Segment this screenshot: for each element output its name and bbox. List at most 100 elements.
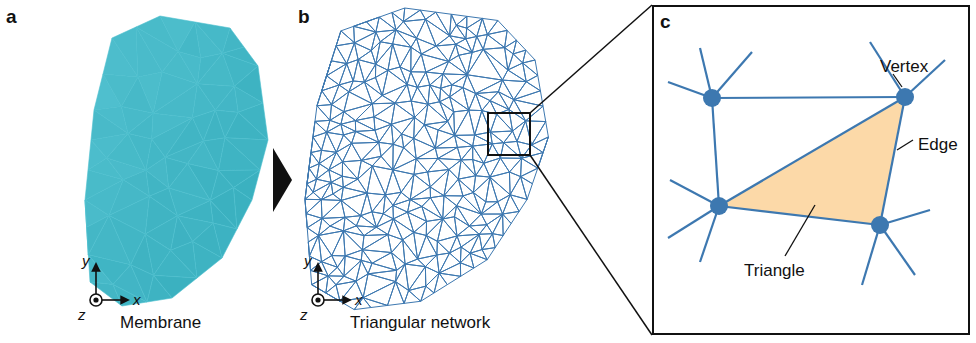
mesh-triangle (362, 250, 391, 263)
mesh-triangle (411, 72, 426, 88)
surface-facet (94, 106, 128, 133)
mesh-triangle (451, 14, 467, 25)
mesh-triangle (354, 43, 371, 60)
mesh-triangle (483, 35, 504, 50)
mesh-triangle (322, 262, 338, 276)
mesh-triangle (392, 8, 405, 21)
surface-facet (88, 255, 113, 285)
surface-facet (103, 74, 138, 106)
surface-facet (222, 28, 244, 53)
mesh-triangle (457, 146, 472, 160)
mesh-triangle (455, 135, 475, 146)
mesh-triangle (455, 110, 475, 135)
mesh-triangle (381, 144, 393, 170)
mesh-triangle (395, 85, 411, 104)
mesh-triangle (312, 276, 329, 293)
mesh-triangle (456, 39, 472, 53)
mesh-triangle (327, 61, 347, 76)
mesh-triangle (403, 232, 418, 259)
mesh-triangle (523, 50, 535, 63)
mesh-triangle (317, 61, 331, 106)
mesh-triangle (514, 91, 543, 106)
mesh-triangle (311, 121, 315, 152)
mesh-triangle (372, 156, 393, 170)
surface-facet (160, 16, 195, 51)
mesh-triangle (466, 28, 477, 39)
mesh-triangle (444, 169, 458, 195)
surface-facet (112, 27, 138, 77)
edge-label: Edge (918, 135, 958, 155)
surface-facet (225, 138, 268, 170)
mesh-triangle (443, 61, 467, 74)
axis-label: z (300, 306, 308, 323)
panel-caption: Membrane (120, 313, 201, 333)
mesh-triangle (409, 286, 426, 301)
mesh-triangle (521, 168, 538, 184)
membrane-surface (85, 16, 268, 306)
mesh-triangle (509, 100, 526, 121)
panel-letter: a (6, 6, 17, 28)
mesh-triangle (393, 212, 413, 232)
mesh-triangle (354, 17, 380, 26)
mesh-triangle (483, 49, 508, 80)
mesh-triangle (371, 32, 380, 51)
axis-label: y (304, 252, 312, 269)
mesh-triangle (425, 267, 439, 287)
panel-caption: Triangular network (350, 313, 490, 333)
mesh-triangle (407, 85, 417, 102)
mesh-triangle (484, 158, 501, 177)
mesh-triangle (393, 192, 410, 205)
mesh-triangle (454, 217, 469, 236)
mesh-triangle (401, 174, 414, 199)
mesh-triangle (379, 124, 393, 144)
mesh-triangle (315, 120, 330, 132)
mesh-triangle (332, 92, 349, 112)
mesh-triangle (363, 274, 395, 298)
mesh-triangle (532, 122, 549, 145)
mesh-triangle (330, 105, 344, 121)
mesh-triangle (439, 273, 461, 285)
mesh-triangle (382, 70, 407, 95)
mesh-triangle (476, 94, 490, 111)
mesh-triangle (477, 18, 488, 36)
mesh-triangle (404, 291, 421, 304)
mesh-triangle (339, 81, 353, 92)
mesh-triangle (318, 231, 343, 256)
axes (90, 264, 128, 306)
mesh-triangle (486, 177, 498, 202)
mesh-triangle (450, 247, 462, 263)
surface-facet (145, 216, 177, 251)
surface-facet (153, 275, 197, 298)
axis-label: x (355, 291, 363, 308)
mesh-triangle (473, 144, 493, 163)
mesh-triangle (505, 30, 517, 47)
surface-facet (193, 241, 222, 278)
mesh-triangle (514, 82, 541, 100)
mesh-triangle (461, 146, 473, 160)
mesh-triangle (305, 184, 313, 200)
mesh-triangle (414, 117, 425, 138)
mesh-triangle (343, 231, 362, 256)
mesh-triangle (490, 114, 512, 132)
mesh-triangle (513, 121, 526, 142)
mesh-triangle (526, 75, 540, 90)
mesh-detail (668, 42, 945, 285)
mesh-triangle (354, 22, 376, 32)
mesh-triangle (428, 102, 448, 122)
mesh-triangle (521, 158, 538, 176)
zoom-line (530, 5, 652, 113)
mesh-triangle (362, 234, 388, 249)
surface-facet (90, 282, 122, 306)
surface-facet (138, 72, 162, 113)
mesh-triangle (341, 26, 355, 43)
mesh-triangle (343, 143, 362, 162)
mesh-triangle (336, 43, 354, 64)
mesh-triangle (327, 124, 344, 135)
zoom-box (488, 113, 530, 155)
mesh-triangle (393, 44, 411, 67)
mesh-triangle (372, 103, 395, 117)
mesh-triangle (481, 202, 502, 214)
mesh-triangle (392, 13, 403, 30)
mesh-triangle (385, 170, 401, 195)
mesh-triangle (444, 179, 463, 196)
